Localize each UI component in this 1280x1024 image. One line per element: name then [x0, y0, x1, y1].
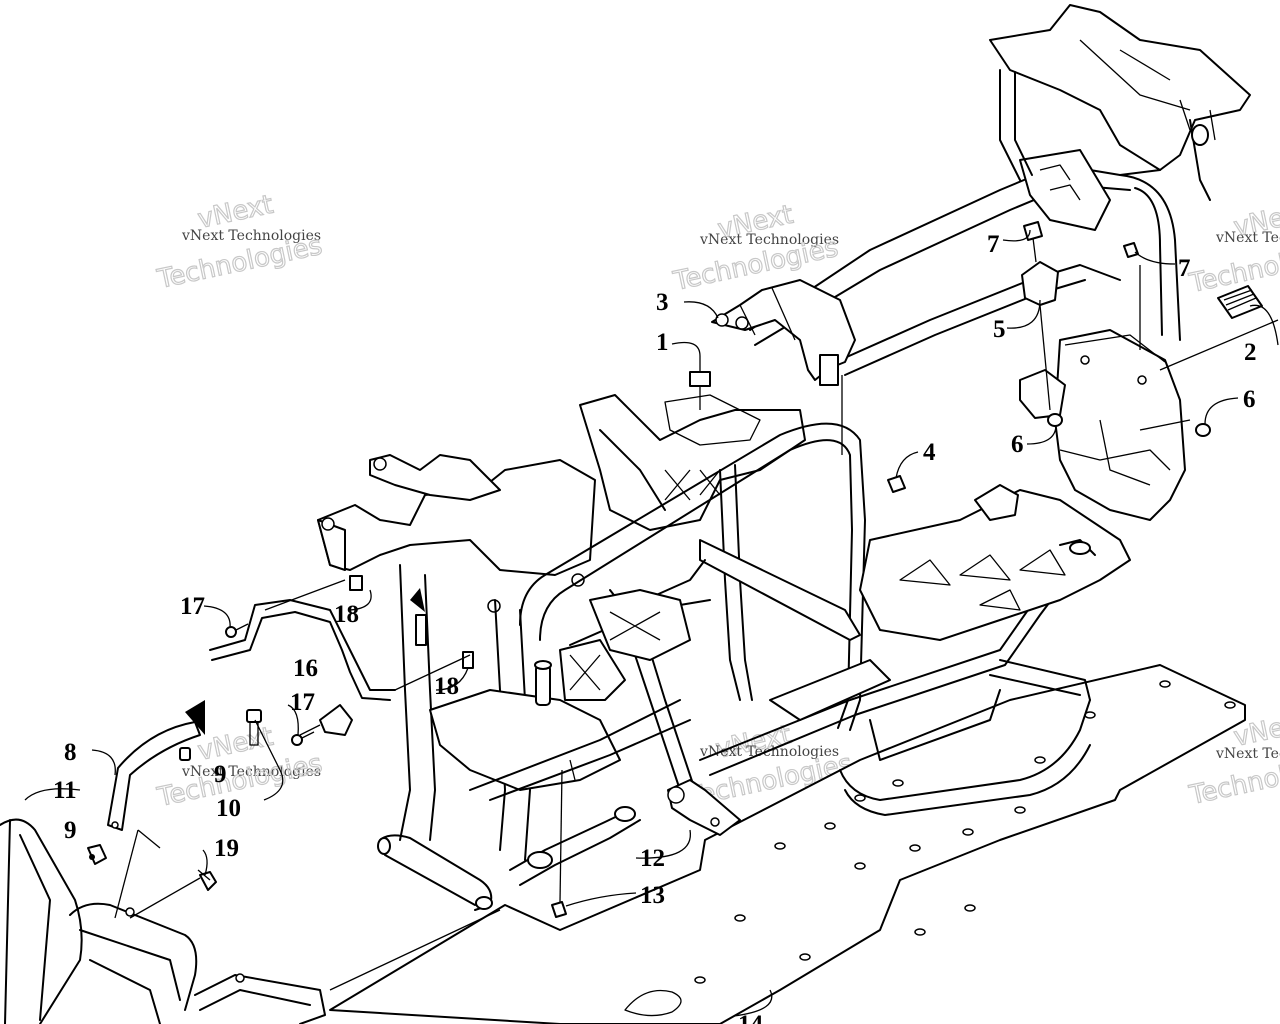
nut-6-right	[1195, 423, 1211, 437]
callout-9-lower: 9	[64, 817, 77, 844]
callout-8: 8	[64, 739, 77, 766]
callout-9-upper: 9	[214, 761, 227, 788]
callout-19: 19	[214, 835, 239, 862]
watermark-line2: vNext Technologies	[181, 228, 321, 244]
callout-17-upper: 17	[180, 593, 205, 620]
bracket-5	[1021, 261, 1059, 306]
callout-1: 1	[656, 329, 669, 356]
callout-16: 16	[293, 655, 318, 682]
clip-18-lower	[462, 651, 474, 669]
reflector	[410, 588, 427, 646]
callout-6-right: 6	[1243, 386, 1256, 413]
front-bumper	[0, 818, 326, 1024]
callout-18-lower: 18	[434, 673, 459, 700]
callout-17-lower: 17	[290, 689, 315, 716]
callout-2: 2	[1244, 339, 1257, 366]
skid-plate	[329, 664, 1246, 1024]
callout-3: 3	[656, 289, 669, 316]
callout-18-upper: 18	[334, 601, 359, 628]
callout-6-left: 6	[1011, 431, 1024, 458]
callout-7-right: 7	[1178, 255, 1191, 282]
callout-13: 13	[640, 882, 665, 909]
watermark-right-top: vNext vNext Technologies Technologies	[1186, 197, 1280, 300]
callout-14: 14	[738, 1011, 764, 1024]
watermark-line2: vNext Technologies	[1215, 230, 1280, 246]
bolt-19	[197, 869, 217, 891]
watermark-line2: vNext Technologies	[181, 764, 321, 780]
watermark-line2: vNext Technologies	[699, 744, 839, 760]
watermark-center-top: vNext vNext Technologies Technologies	[670, 199, 842, 298]
front-hoop-16	[209, 599, 396, 701]
steering-support-3	[711, 279, 856, 386]
front-bracket	[107, 700, 205, 831]
decal-2	[1217, 285, 1263, 319]
nut-6-left	[1047, 413, 1063, 427]
callout-11: 11	[53, 777, 77, 804]
bolt-7-left	[1023, 221, 1043, 263]
bolt-10	[246, 709, 262, 746]
callout-10: 10	[216, 795, 241, 822]
bolt-17-upper	[225, 623, 249, 638]
callout-7-left: 7	[987, 231, 1000, 258]
bolt-17-lower	[291, 731, 315, 746]
callout-12: 12	[640, 845, 665, 872]
watermark-left: vNext vNext Technologies Technologies	[154, 189, 326, 296]
bolt-7-right	[1123, 242, 1139, 258]
callout-4: 4	[923, 439, 936, 466]
leader-lines	[24, 229, 1279, 1017]
small-bracket	[319, 704, 353, 736]
watermark-line2: vNext Technologies	[699, 232, 839, 248]
nut-9-lower	[87, 844, 107, 865]
watermark-line2: vNext Technologies	[1215, 746, 1280, 762]
clip-18-upper	[349, 575, 363, 591]
callouts: 1 2 3 4 5 6 6 7 7 8 9 9 10 11 12 13 14 1…	[53, 231, 1257, 1024]
nut-9-upper	[179, 747, 191, 761]
bolt-13	[551, 769, 567, 918]
callout-5: 5	[993, 316, 1006, 343]
main-frame	[317, 4, 1251, 911]
bolt-4	[887, 475, 906, 493]
